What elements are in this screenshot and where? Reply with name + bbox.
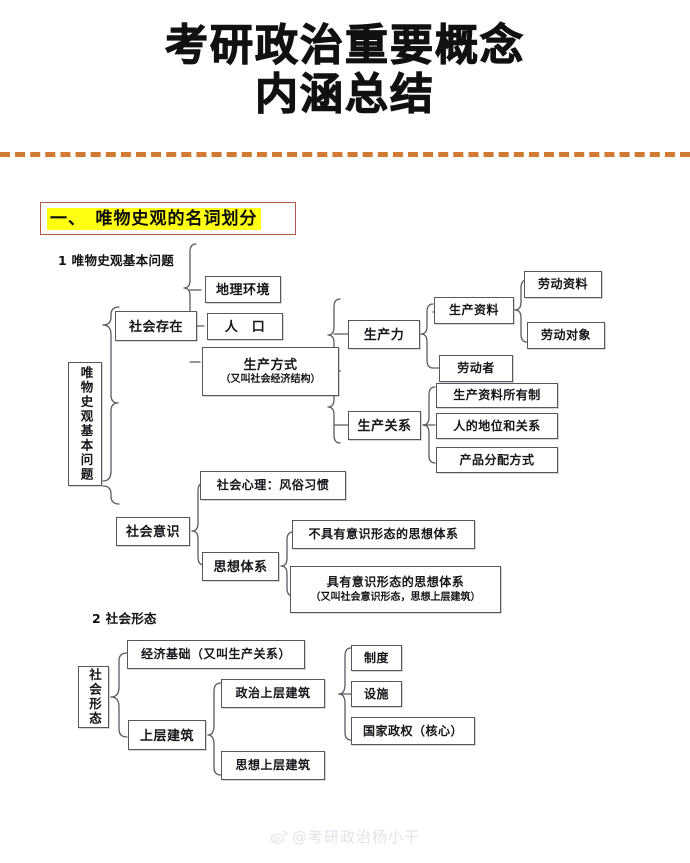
title-line-2: 内涵总结 — [254, 70, 435, 120]
node-state-power[interactable]: 国家政权（核心） — [351, 717, 475, 745]
node-thought-system[interactable]: 思想体系 — [202, 552, 279, 581]
node-laborer[interactable]: 劳动者 — [439, 355, 513, 382]
weibo-logo-icon — [270, 830, 288, 844]
node-root-social-formation[interactable]: 社会形态 — [78, 666, 109, 728]
node-production-mode-label: 生产方式 — [243, 357, 298, 372]
node-status-relations[interactable]: 人的地位和关系 — [436, 413, 558, 439]
node-population[interactable]: 人 口 — [207, 313, 283, 340]
node-ideological-system-note: （又叫社会意识形态，思想上层建筑） — [310, 592, 481, 603]
node-distribution[interactable]: 产品分配方式 — [436, 447, 558, 473]
node-ideological-superstructure[interactable]: 思想上层建筑 — [221, 751, 325, 780]
node-productive-forces[interactable]: 生产力 — [348, 320, 420, 349]
title-line-1: 考研政治重要概念 — [164, 21, 525, 71]
section-heading-box: 一、 唯物史观的名词划分 — [40, 202, 296, 235]
node-economic-base[interactable]: 经济基础（又叫生产关系） — [127, 640, 305, 669]
node-political-superstructure[interactable]: 政治上层建筑 — [221, 679, 325, 708]
node-labor-materials[interactable]: 劳动资料 — [524, 271, 602, 298]
node-production-mode[interactable]: 生产方式 （又叫社会经济结构） — [202, 347, 339, 396]
section-heading-label: 一、 唯物史观的名词划分 — [47, 207, 261, 230]
subsection-heading-1: 1 唯物史观基本问题 — [58, 253, 175, 268]
subsection-heading-2: 2 社会形态 — [92, 611, 157, 626]
node-institution[interactable]: 制度 — [351, 645, 402, 671]
node-ownership[interactable]: 生产资料所有制 — [436, 383, 558, 408]
watermark-handle: @考研政治杨小干 — [291, 828, 420, 846]
node-social-consciousness[interactable]: 社会意识 — [116, 517, 190, 546]
node-facility[interactable]: 设施 — [351, 681, 402, 707]
node-root-historical-materialism[interactable]: 唯物史观基本问题 — [68, 362, 102, 486]
node-production-relations[interactable]: 生产关系 — [348, 411, 421, 440]
watermark: @考研政治杨小干 — [0, 826, 690, 847]
node-ideological-system-label: 具有意识形态的思想体系 — [326, 575, 465, 589]
node-social-psychology[interactable]: 社会心理：风俗习惯 — [200, 471, 346, 500]
node-social-existence[interactable]: 社会存在 — [115, 311, 197, 341]
node-production-mode-note: （又叫社会经济结构） — [220, 374, 321, 385]
node-ideological-system[interactable]: 具有意识形态的思想体系 （又叫社会意识形态，思想上层建筑） — [290, 566, 501, 613]
dashed-divider — [0, 152, 690, 157]
page-title: 考研政治重要概念 内涵总结 — [0, 21, 690, 120]
node-superstructure[interactable]: 上层建筑 — [128, 720, 206, 750]
node-means-of-production[interactable]: 生产资料 — [434, 297, 514, 324]
node-labor-objects[interactable]: 劳动对象 — [527, 322, 605, 349]
node-non-ideological-system[interactable]: 不具有意识形态的思想体系 — [292, 520, 475, 549]
node-geography[interactable]: 地理环境 — [205, 276, 281, 303]
